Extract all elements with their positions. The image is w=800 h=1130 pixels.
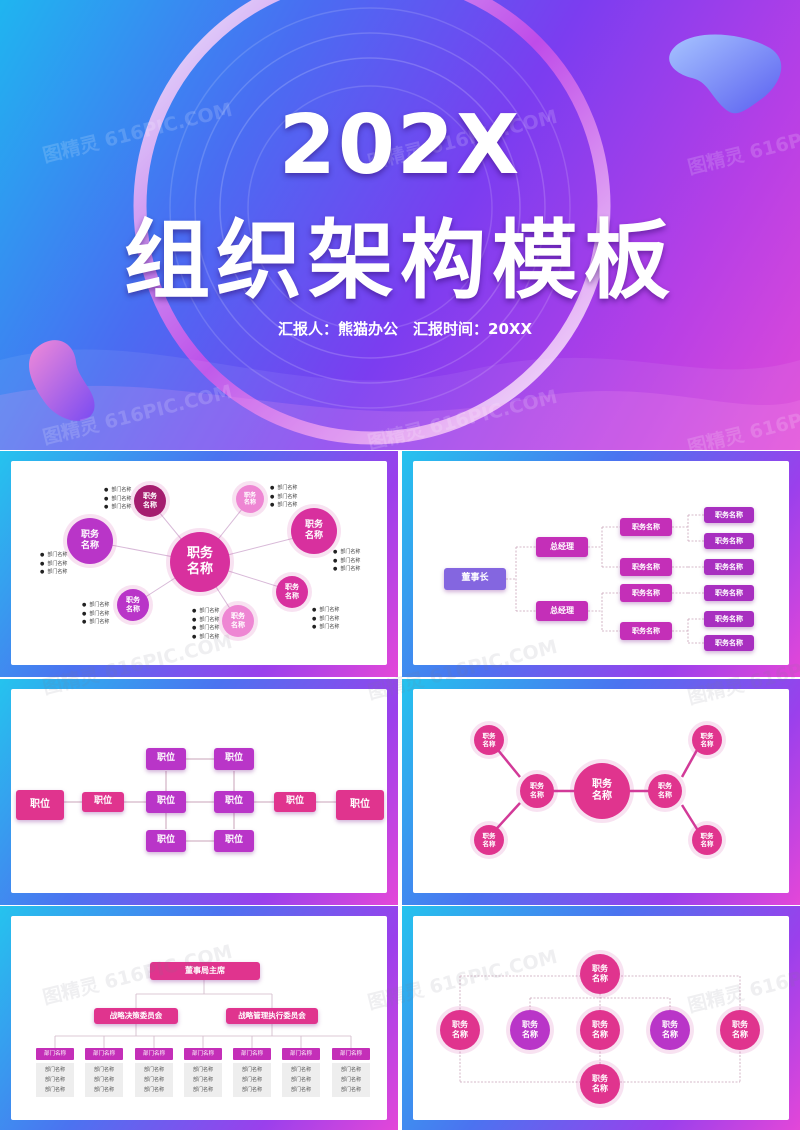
report-time-label: 汇报时间：20XX xyxy=(413,320,533,338)
dept-column: 部门名称 部门名称部门名称部门名称 xyxy=(282,1048,320,1097)
position-node: 职务名称 xyxy=(474,725,504,755)
slide-radial-org: 职务名称 职务名称 职务名称 职务名称 职务名称 职务名称 职务名称 职务名称 … xyxy=(0,451,398,677)
position-node: 职务名称 xyxy=(648,774,682,808)
position-node: 职务名称 xyxy=(236,485,264,513)
chairman-box: 董事长 xyxy=(444,568,506,590)
position-node: 职务名称 xyxy=(692,725,722,755)
cover-year: 202X xyxy=(278,98,522,193)
dept-header: 部门名称 xyxy=(135,1048,173,1060)
manager-box: 总经理 xyxy=(536,537,588,557)
dept-column: 部门名称 部门名称部门名称部门名称 xyxy=(233,1048,271,1097)
position-node: 职务名称 xyxy=(474,825,504,855)
position-box: 职位 xyxy=(146,791,186,813)
connector-lines xyxy=(506,514,704,644)
position-node: 职务名称 xyxy=(67,518,113,564)
position-box: 职位 xyxy=(336,790,384,820)
position-node: 职务名称 xyxy=(692,825,722,855)
position-box: 职位 xyxy=(82,792,124,812)
slide-cross-org: 职务名称 职务名称 职务名称 职务名称 职务名称 职务名称 职务名称 xyxy=(402,906,800,1130)
slide-network-org: 职务名称 职务名称 职务名称 职务名称 职务名称 职务名称 职务名称 xyxy=(402,679,800,905)
dept-header: 部门名称 xyxy=(282,1048,320,1060)
position-box: 职务名称 xyxy=(704,559,754,575)
cover-slide: 图精灵 616PIC.COM 图精灵 616PIC.COM 图精灵 616PIC… xyxy=(0,0,800,450)
position-box: 职务名称 xyxy=(704,507,754,523)
position-node: 职务名称 xyxy=(222,605,254,637)
position-node: 职务名称 xyxy=(510,1010,550,1050)
dept-column: 部门名称 部门名称部门名称部门名称 xyxy=(332,1048,370,1097)
position-box: 职位 xyxy=(146,748,186,770)
center-position-node: 职务名称 xyxy=(170,532,230,592)
dept-header: 部门名称 xyxy=(36,1048,74,1060)
position-box: 职位 xyxy=(16,790,64,820)
position-box: 职务名称 xyxy=(704,585,754,601)
slide-position-grid: 职位 职位 职位 职位 职位 职位 职位 职位 职位 职位 xyxy=(0,679,398,905)
position-box: 职位 xyxy=(214,791,254,813)
position-box: 职位 xyxy=(274,792,316,812)
position-box: 职位 xyxy=(214,748,254,770)
slide-tree-org: 董事长 总经理 总经理 职务名称 职务名称 职务名称 职务名称 职务名称 职务名… xyxy=(402,451,800,677)
position-node: 职务名称 xyxy=(720,1010,760,1050)
dept-column: 部门名称 部门名称部门名称部门名称 xyxy=(85,1048,123,1097)
chairman-box: 董事局主席 xyxy=(150,962,260,980)
position-node: 职务名称 xyxy=(134,485,166,517)
center-position-node: 职务名称 xyxy=(574,763,630,819)
position-node: 职务名称 xyxy=(276,576,308,608)
position-box: 职位 xyxy=(214,830,254,852)
dept-header: 部门名称 xyxy=(233,1048,271,1060)
position-node: 职务名称 xyxy=(580,1064,620,1104)
position-node: 职务名称 xyxy=(580,954,620,994)
cover-background xyxy=(0,0,800,450)
position-node: 职务名称 xyxy=(117,589,149,621)
position-box: 职务名称 xyxy=(620,584,672,602)
dept-column: 部门名称 部门名称部门名称部门名称 xyxy=(184,1048,222,1097)
position-node: 职务名称 xyxy=(520,774,554,808)
connector-lines xyxy=(54,980,352,1048)
slide-card xyxy=(11,689,387,893)
position-node: 职务名称 xyxy=(580,1010,620,1050)
manager-box: 总经理 xyxy=(536,601,588,621)
position-box: 职位 xyxy=(146,830,186,852)
position-box: 职务名称 xyxy=(704,635,754,651)
committee-box: 战略管理执行委员会 xyxy=(226,1008,318,1024)
position-box: 职务名称 xyxy=(704,611,754,627)
position-box: 职务名称 xyxy=(620,622,672,640)
cover-title: 组织架构模板 xyxy=(124,211,676,311)
dept-column: 部门名称 部门名称部门名称部门名称 xyxy=(135,1048,173,1097)
slide-committee-org: 董事局主席 战略决策委员会 战略管理执行委员会 部门名称 部门名称部门名称部门名… xyxy=(0,906,398,1130)
dept-header: 部门名称 xyxy=(85,1048,123,1060)
dept-column: 部门名称 部门名称部门名称部门名称 xyxy=(36,1048,74,1097)
committee-box: 战略决策委员会 xyxy=(94,1008,178,1024)
position-box: 职务名称 xyxy=(704,533,754,549)
position-box: 职务名称 xyxy=(620,518,672,536)
position-box: 职务名称 xyxy=(620,558,672,576)
dept-header: 部门名称 xyxy=(184,1048,222,1060)
position-node: 职务名称 xyxy=(291,508,337,554)
reporter-label: 汇报人：熊猫办公 xyxy=(278,320,399,338)
dept-header: 部门名称 xyxy=(332,1048,370,1060)
position-node: 职务名称 xyxy=(440,1010,480,1050)
position-node: 职务名称 xyxy=(650,1010,690,1050)
